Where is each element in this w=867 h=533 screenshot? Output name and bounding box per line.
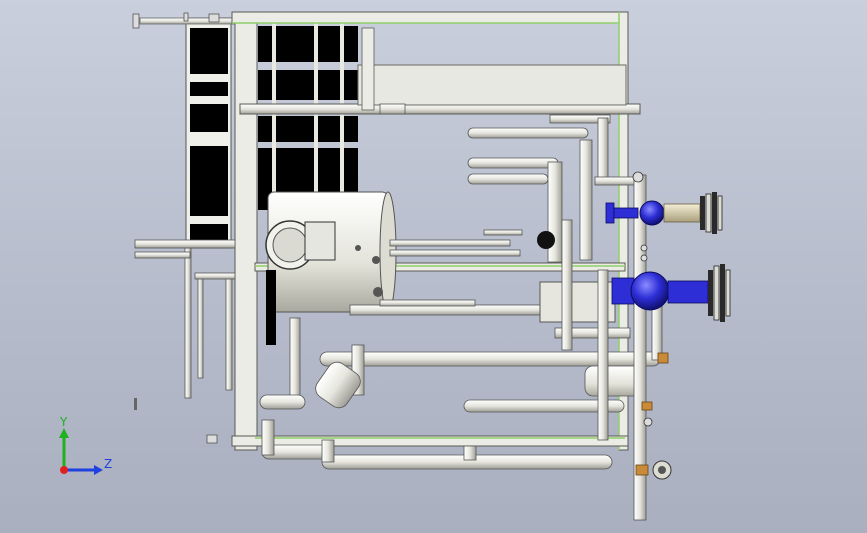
brass-valves xyxy=(632,171,672,480)
bellows-lower xyxy=(708,264,731,322)
coordinate-triad-icon: Y Z xyxy=(59,415,112,475)
bellows-upper xyxy=(700,192,723,234)
main-frame xyxy=(231,11,641,451)
triad-y-label: Y xyxy=(59,415,68,429)
tank xyxy=(265,191,397,345)
plate-heat-exchanger xyxy=(185,17,358,249)
left-rods xyxy=(134,239,236,444)
pipe-network xyxy=(259,103,663,521)
pump-lower xyxy=(611,264,731,322)
pump-upper xyxy=(605,192,723,234)
triad-z-label: Z xyxy=(104,457,112,471)
